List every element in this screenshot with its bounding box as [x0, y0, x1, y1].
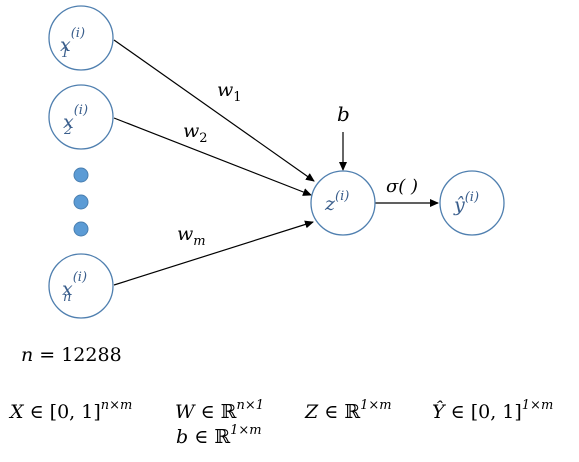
yhat-domain-equation: Ŷ ∈ [0, 1]1×m [432, 398, 553, 423]
svg-text:x(i)2: x(i)2 [63, 103, 88, 138]
node-x1: x(i)1 [48, 5, 114, 71]
weight-label-wm: wm [177, 223, 206, 249]
ellipsis-dot [73, 167, 89, 183]
edge-xn-to-z [113, 220, 314, 286]
svg-text:x(i)n: x(i)n [62, 270, 87, 305]
edge-x1-to-z [113, 39, 315, 182]
node-yhat: ŷ(i) [439, 170, 505, 236]
svg-text:ŷ(i): ŷ(i) [453, 190, 479, 216]
svg-text:x(i)1: x(i)1 [60, 26, 85, 61]
bias-label: b [337, 102, 350, 126]
x-domain-equation: X ∈ [0, 1]n×m [8, 398, 132, 423]
sample-count-equation: n= 12288 [21, 344, 122, 366]
node-x2: x(i)2 [48, 84, 114, 150]
activation-label: σ( ) [386, 176, 418, 197]
edge-x2-to-z [113, 117, 312, 196]
z-domain-equation: Z ∈ ℝ1×m [304, 398, 392, 423]
node-z: z(i) [310, 170, 376, 236]
ellipsis-dot [73, 221, 89, 237]
weight-label-w2: w2 [183, 120, 208, 146]
ellipsis-dot [73, 194, 89, 210]
node-xn: x(i)n [48, 253, 114, 319]
svg-text:z(i): z(i) [324, 189, 349, 215]
w-domain-equation: W ∈ ℝn×1 [175, 398, 264, 423]
b-domain-equation: b ∈ ℝ1×m [176, 423, 262, 448]
weight-label-w1: w1 [217, 79, 242, 105]
